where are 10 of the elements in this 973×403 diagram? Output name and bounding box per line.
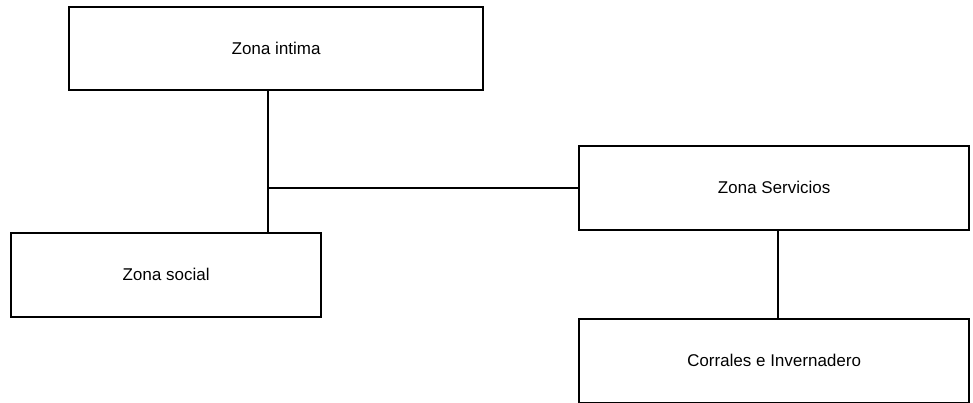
zone-label: Zona social bbox=[122, 265, 210, 285]
zone-label: Zona intima bbox=[232, 38, 320, 58]
zone-box bbox=[578, 318, 970, 403]
zone-label: Zona Servicios bbox=[718, 178, 830, 198]
zone-box bbox=[68, 6, 484, 91]
connector-line bbox=[777, 231, 779, 318]
zone-box bbox=[578, 145, 970, 231]
zone-box bbox=[10, 232, 322, 318]
zone-label: Corrales e Invernadero bbox=[687, 351, 861, 371]
connector-line bbox=[267, 91, 578, 189]
